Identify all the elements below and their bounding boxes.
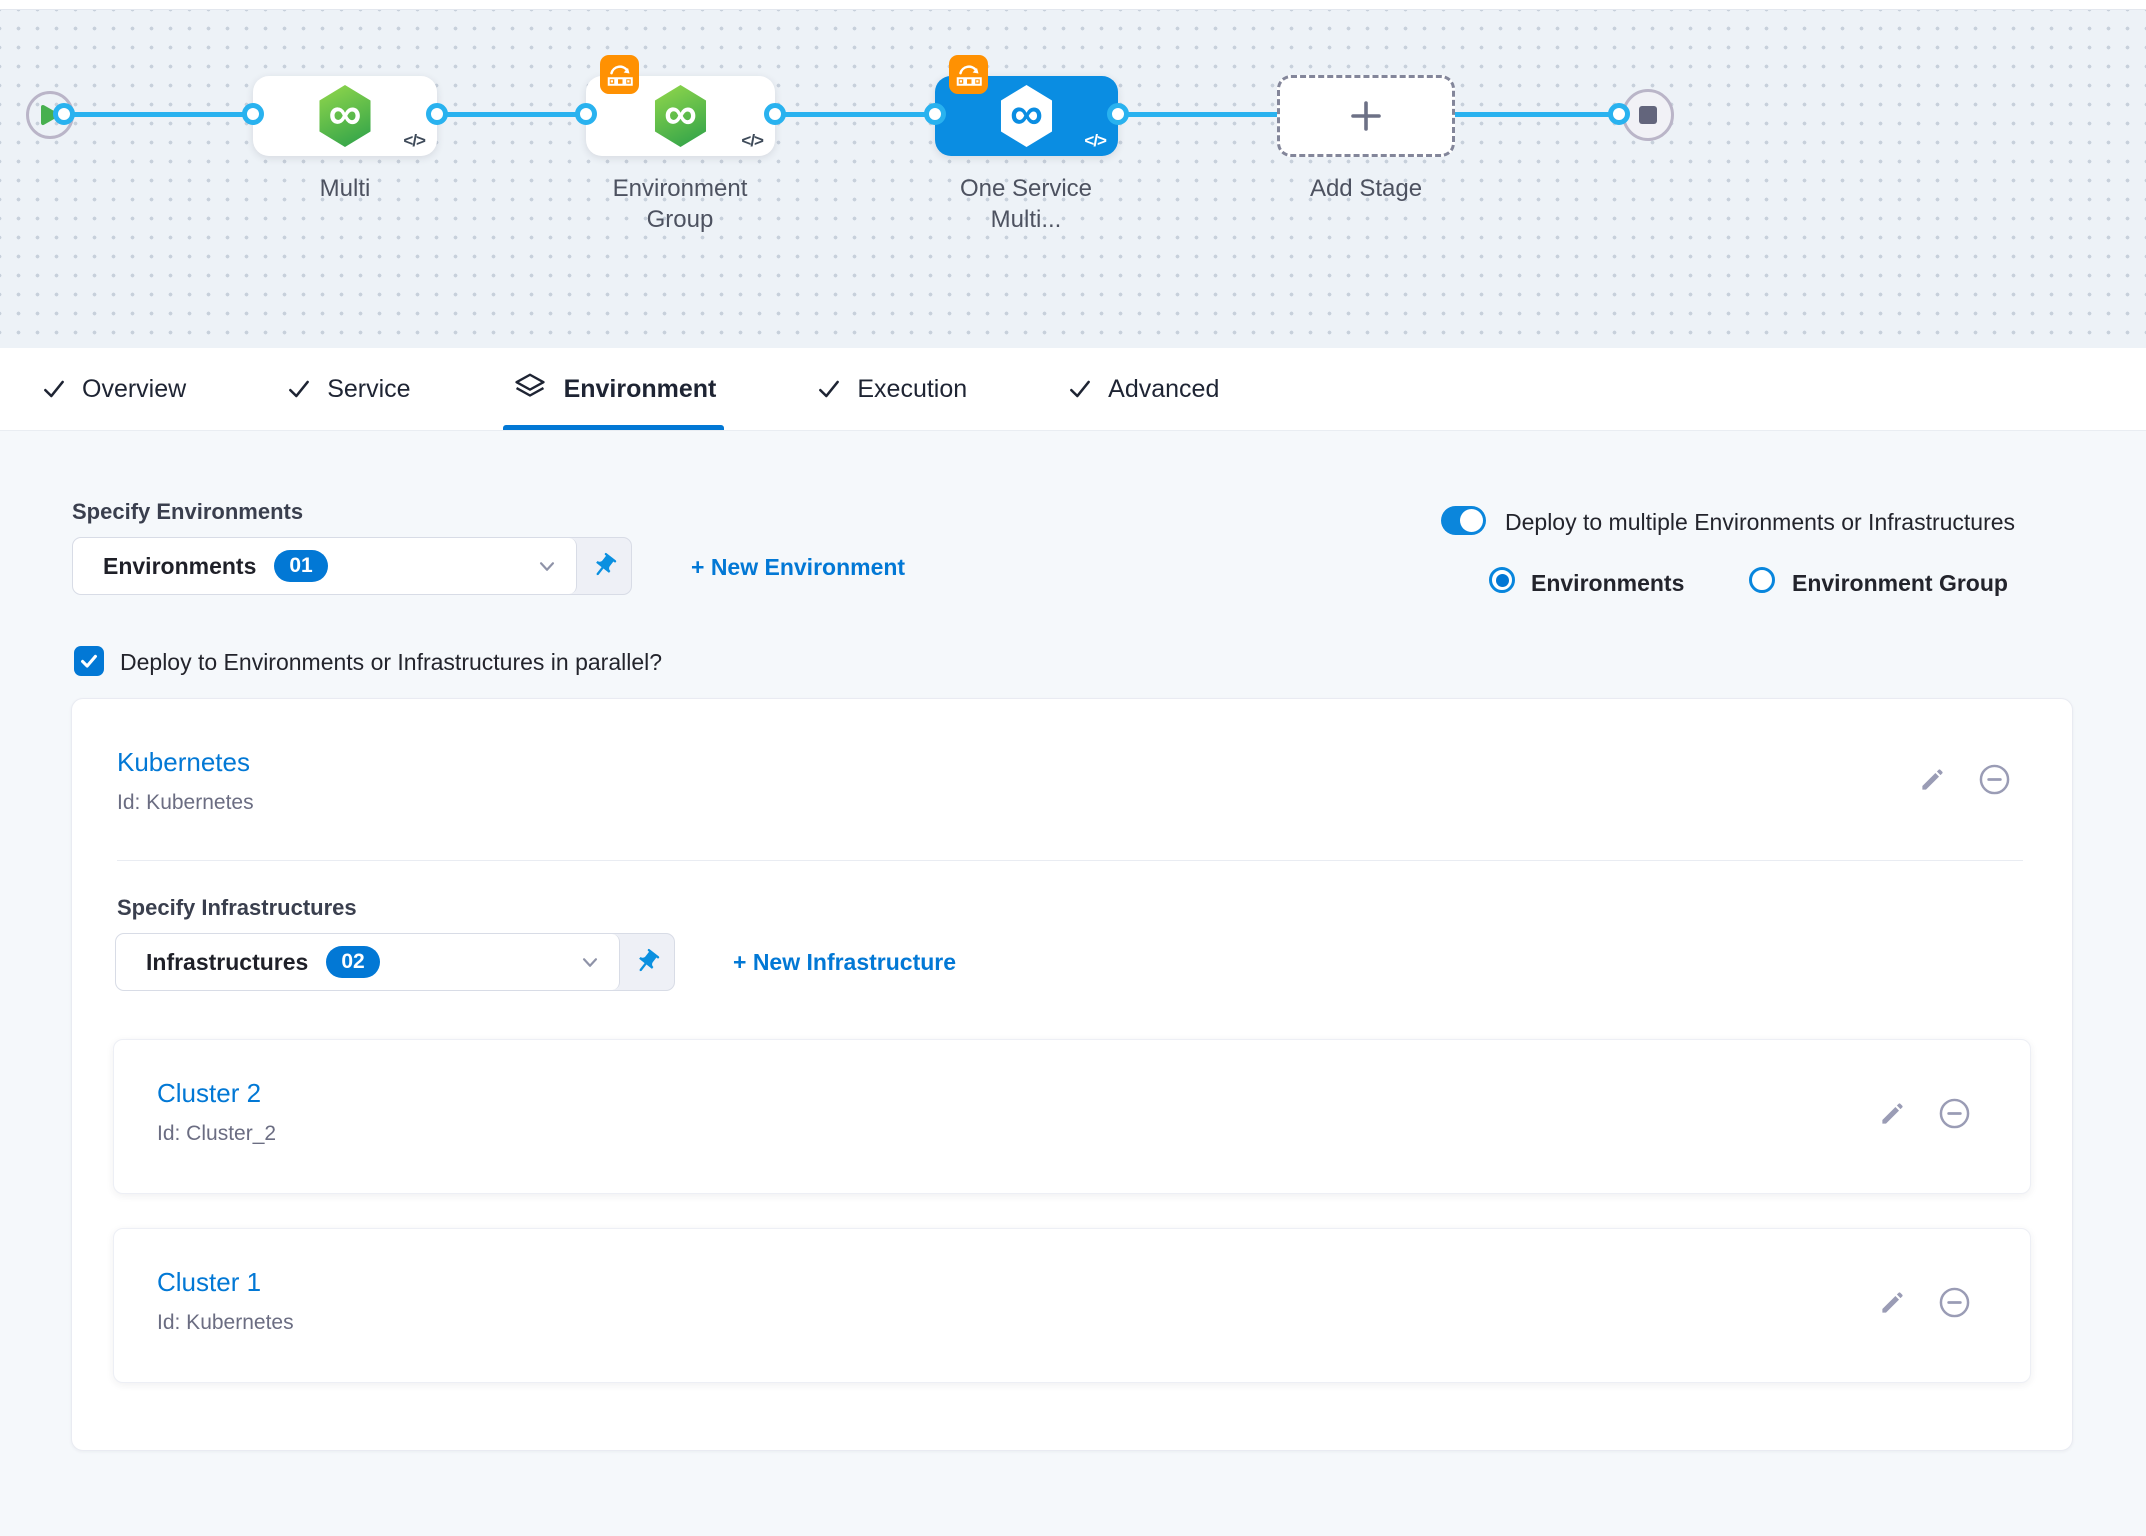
- yaml-code-marker: </>: [741, 131, 764, 150]
- remove-environment-button[interactable]: [1976, 761, 2012, 797]
- stage-node-one-service-multi[interactable]: ∞ </>: [935, 55, 1118, 156]
- harness-deploy-hexagon-icon: ∞: [654, 85, 707, 147]
- stage-label: One Service Multi...: [959, 175, 1093, 233]
- edit-environment-button[interactable]: [1914, 761, 1950, 797]
- play-icon: [41, 105, 59, 125]
- stop-icon: [1639, 106, 1657, 124]
- pin-infrastructures-button[interactable]: [620, 934, 674, 990]
- deploy-parallel-checkbox-label[interactable]: Deploy to Environments or Infrastructure…: [120, 649, 663, 675]
- connector-port: [426, 103, 448, 125]
- connector-port: [924, 103, 946, 125]
- add-stage-button[interactable]: [1277, 75, 1455, 157]
- pencil-icon: [1881, 1102, 1903, 1124]
- connector-port: [764, 103, 786, 125]
- environment-title-link[interactable]: Kubernetes: [117, 747, 250, 777]
- connector-line: [772, 112, 939, 117]
- harness-deploy-hexagon-icon: ∞: [1000, 85, 1053, 147]
- connector-port: [53, 103, 75, 125]
- connector-line: [60, 112, 260, 117]
- deploy-multiple-toggle-label: Deploy to multiple Environments or Infra…: [1505, 509, 2016, 535]
- radio-environments-label[interactable]: Environments: [1531, 570, 1685, 596]
- minus-circle-icon: [1939, 1098, 1969, 1128]
- pipeline-canvas[interactable]: ∞ </> ∞ </>: [0, 9, 2146, 348]
- pencil-icon: [1921, 768, 1943, 790]
- stage-tabbar: Overview Service Environment Execution: [0, 348, 2146, 431]
- active-tab-underline: [502, 425, 725, 430]
- chevron-down-icon: [582, 958, 598, 967]
- tab-execution[interactable]: Execution: [816, 348, 967, 430]
- stage-label: Multi: [319, 175, 371, 202]
- infrastructure-id-text: Id: Kubernetes: [157, 1311, 294, 1334]
- rollout-strategy-icon: [600, 55, 639, 94]
- connector-port: [1107, 103, 1129, 125]
- tab-advanced[interactable]: Advanced: [1067, 348, 1219, 430]
- check-icon: [1070, 380, 1091, 398]
- connector-port: [575, 103, 597, 125]
- check-icon: [289, 380, 310, 398]
- pin-environments-button[interactable]: [577, 538, 631, 594]
- edit-infrastructure-button[interactable]: [1874, 1284, 1910, 1320]
- deploy-multiple-toggle[interactable]: [1441, 506, 1486, 535]
- plus-icon: [1351, 101, 1381, 131]
- deploy-parallel-checkbox[interactable]: [74, 646, 104, 676]
- infrastructures-dropdown[interactable]: Infrastructures 02: [115, 933, 675, 991]
- environments-dropdown[interactable]: Environments 01: [72, 537, 632, 595]
- infrastructure-id-text: Id: Cluster_2: [157, 1122, 277, 1145]
- pencil-icon: [1881, 1291, 1903, 1313]
- edit-infrastructure-button[interactable]: [1874, 1095, 1910, 1131]
- toggle-knob: [1460, 509, 1483, 532]
- radio-selected-dot: [1495, 573, 1509, 587]
- rollout-strategy-icon: [949, 55, 988, 94]
- environment-card-kubernetes: Kubernetes Id: Kubernetes Specify Infras…: [71, 698, 2073, 1451]
- environment-layers-icon: [514, 373, 545, 397]
- check-icon: [819, 380, 840, 398]
- environment-id-text: Id: Kubernetes: [117, 791, 254, 814]
- top-strip: [0, 0, 2146, 9]
- infrastructure-card-cluster-1: Cluster 1 Id: Kubernetes: [113, 1228, 2031, 1383]
- stage-label: Environment Group: [612, 175, 748, 233]
- yaml-code-marker: </>: [403, 131, 426, 150]
- radio-environment-group-label[interactable]: Environment Group: [1792, 570, 2008, 596]
- radio-environment-group[interactable]: [1749, 567, 1775, 593]
- stage-node-multi[interactable]: ∞ </>: [253, 76, 437, 156]
- infrastructures-count-badge: 02: [326, 946, 380, 978]
- connector-line: [437, 112, 590, 117]
- harness-deploy-hexagon-icon: ∞: [319, 85, 371, 147]
- yaml-code-marker: </>: [1084, 131, 1107, 150]
- connector-port: [242, 103, 264, 125]
- connector-line: [1450, 112, 1624, 117]
- chevron-down-icon: [539, 562, 555, 571]
- environment-tab-content: Specify Environments Environments 01 + N…: [0, 431, 2146, 1536]
- infrastructures-dropdown-value[interactable]: Infrastructures 02: [116, 934, 620, 990]
- tab-overview[interactable]: Overview: [41, 348, 186, 430]
- radio-environments[interactable]: [1489, 567, 1515, 593]
- pushpin-icon: [596, 552, 617, 576]
- remove-infrastructure-button[interactable]: [1936, 1284, 1972, 1320]
- tab-environment[interactable]: Environment: [502, 348, 725, 430]
- new-environment-link[interactable]: + New Environment: [691, 554, 906, 580]
- connector-line: [1115, 112, 1281, 117]
- card-divider: [117, 860, 2023, 861]
- tab-service[interactable]: Service: [286, 348, 411, 430]
- connector-port: [1608, 103, 1630, 125]
- specify-environments-label: Specify Environments: [72, 499, 304, 524]
- stage-node-environment-group[interactable]: ∞ </>: [586, 55, 775, 156]
- new-infrastructure-link[interactable]: + New Infrastructure: [733, 949, 957, 975]
- pushpin-icon: [639, 948, 660, 972]
- environments-count-badge: 01: [274, 550, 328, 582]
- stage-label: Add Stage: [1309, 175, 1423, 202]
- check-icon: [81, 654, 97, 668]
- check-icon: [44, 380, 64, 398]
- infrastructure-card-cluster-2: Cluster 2 Id: Cluster_2: [113, 1039, 2031, 1194]
- infrastructure-title-link[interactable]: Cluster 1: [157, 1267, 262, 1297]
- remove-infrastructure-button[interactable]: [1936, 1095, 1972, 1131]
- minus-circle-icon: [1979, 764, 2009, 794]
- minus-circle-icon: [1939, 1287, 1969, 1317]
- environments-dropdown-value[interactable]: Environments 01: [73, 538, 577, 594]
- infrastructure-title-link[interactable]: Cluster 2: [157, 1078, 262, 1108]
- specify-infrastructures-label: Specify Infrastructures: [117, 895, 357, 920]
